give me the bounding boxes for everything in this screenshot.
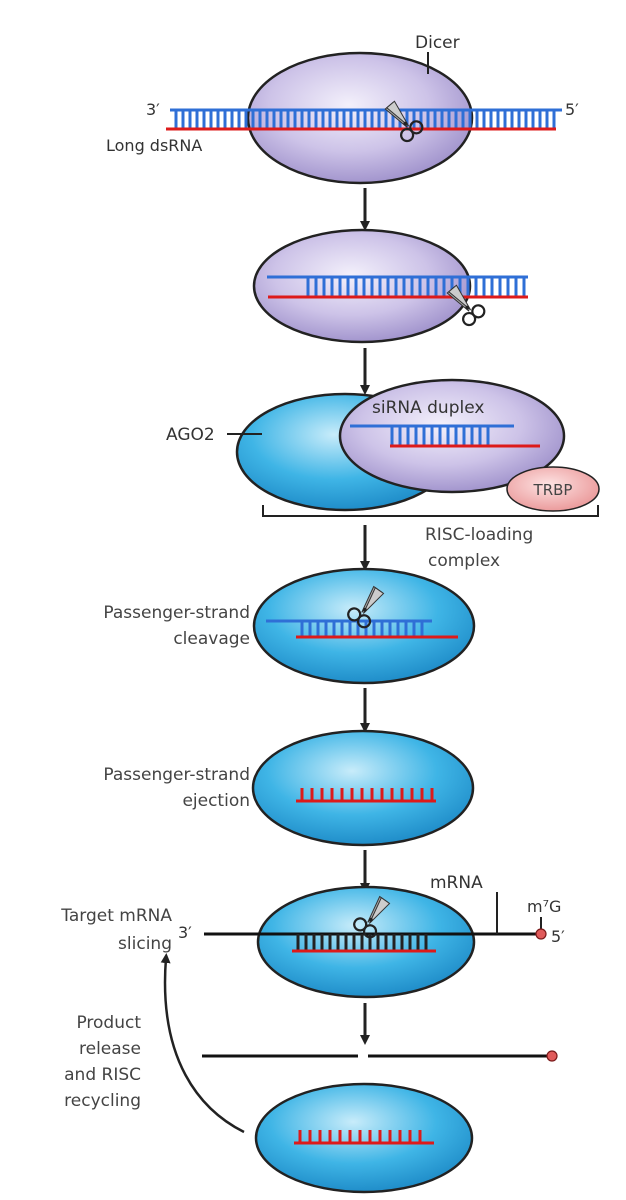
scissors-icon: [446, 284, 486, 327]
base-pairs: [306, 277, 526, 296]
dsrna-fragment: [267, 275, 528, 299]
guide-strand-recycled: [294, 1130, 434, 1145]
base-pairs: [298, 1130, 422, 1142]
recycling-arrow: [160, 953, 245, 1134]
m7g-cap-dot: [535, 928, 547, 940]
m7g-cap-label: m⁷G: [527, 897, 561, 916]
ago2-label: AGO2: [166, 425, 215, 445]
guide-target-duplex: [292, 934, 436, 953]
passenger-cleavage-label-line2: cleavage: [173, 629, 250, 649]
sirna-duplex: [350, 424, 540, 448]
scissors-icon: [353, 895, 391, 939]
long-dsrna-label: Long dsRNA: [106, 136, 202, 155]
product-release-label-line3: and RISC: [64, 1065, 141, 1085]
risc-loading-label-line1: RISC-loading: [425, 525, 533, 545]
target-slicing-label-line1: Target mRNA: [60, 906, 172, 926]
m7g-cap-dot-released: [546, 1050, 558, 1062]
base-pairs: [300, 621, 424, 636]
five-prime-label-2: 5′: [551, 927, 565, 946]
product-release-label-line2: release: [79, 1039, 141, 1059]
risc-complex-slicing: [256, 885, 476, 999]
target-slicing-label-line2: slicing: [118, 934, 172, 954]
passenger-ejection-label-line1: Passenger-strand: [103, 765, 250, 785]
dicer-sirna-complex: [338, 378, 566, 494]
mrna-label: mRNA: [430, 873, 483, 893]
base-pairs: [174, 110, 556, 128]
dicer-complex: [246, 51, 474, 185]
dicer-complex-cleaving: [252, 228, 472, 344]
sirna-duplex-label: siRNA duplex: [372, 398, 484, 418]
three-prime-label-1: 3′: [146, 100, 160, 119]
risc-complex-recycled: [254, 1082, 474, 1194]
base-pairs: [300, 788, 434, 800]
guide-strand: [296, 788, 436, 803]
trbp-protein: [506, 466, 600, 512]
scissors-icon: [384, 100, 424, 143]
three-prime-label-2: 3′: [178, 923, 192, 942]
risc-loading-label-line2: complex: [428, 551, 500, 571]
product-release-label-line1: Product: [76, 1013, 141, 1033]
base-pairs: [296, 934, 428, 950]
trbp-label: TRBP: [533, 481, 573, 499]
dicer-label: Dicer: [415, 33, 460, 53]
passenger-strand-duplex: [266, 619, 458, 639]
risc-loading-bracket: [262, 505, 599, 517]
base-pairs: [390, 426, 490, 446]
passenger-cleavage-label-line1: Passenger-strand: [103, 603, 250, 623]
risc-complex-cleavage: [252, 567, 476, 685]
scissors-icon: [347, 585, 385, 629]
long-dsrna-duplex: [166, 108, 562, 131]
passenger-ejection-label-line2: ejection: [182, 791, 250, 811]
product-release-label-line4: recycling: [64, 1091, 141, 1111]
five-prime-label-1: 5′: [565, 100, 579, 119]
